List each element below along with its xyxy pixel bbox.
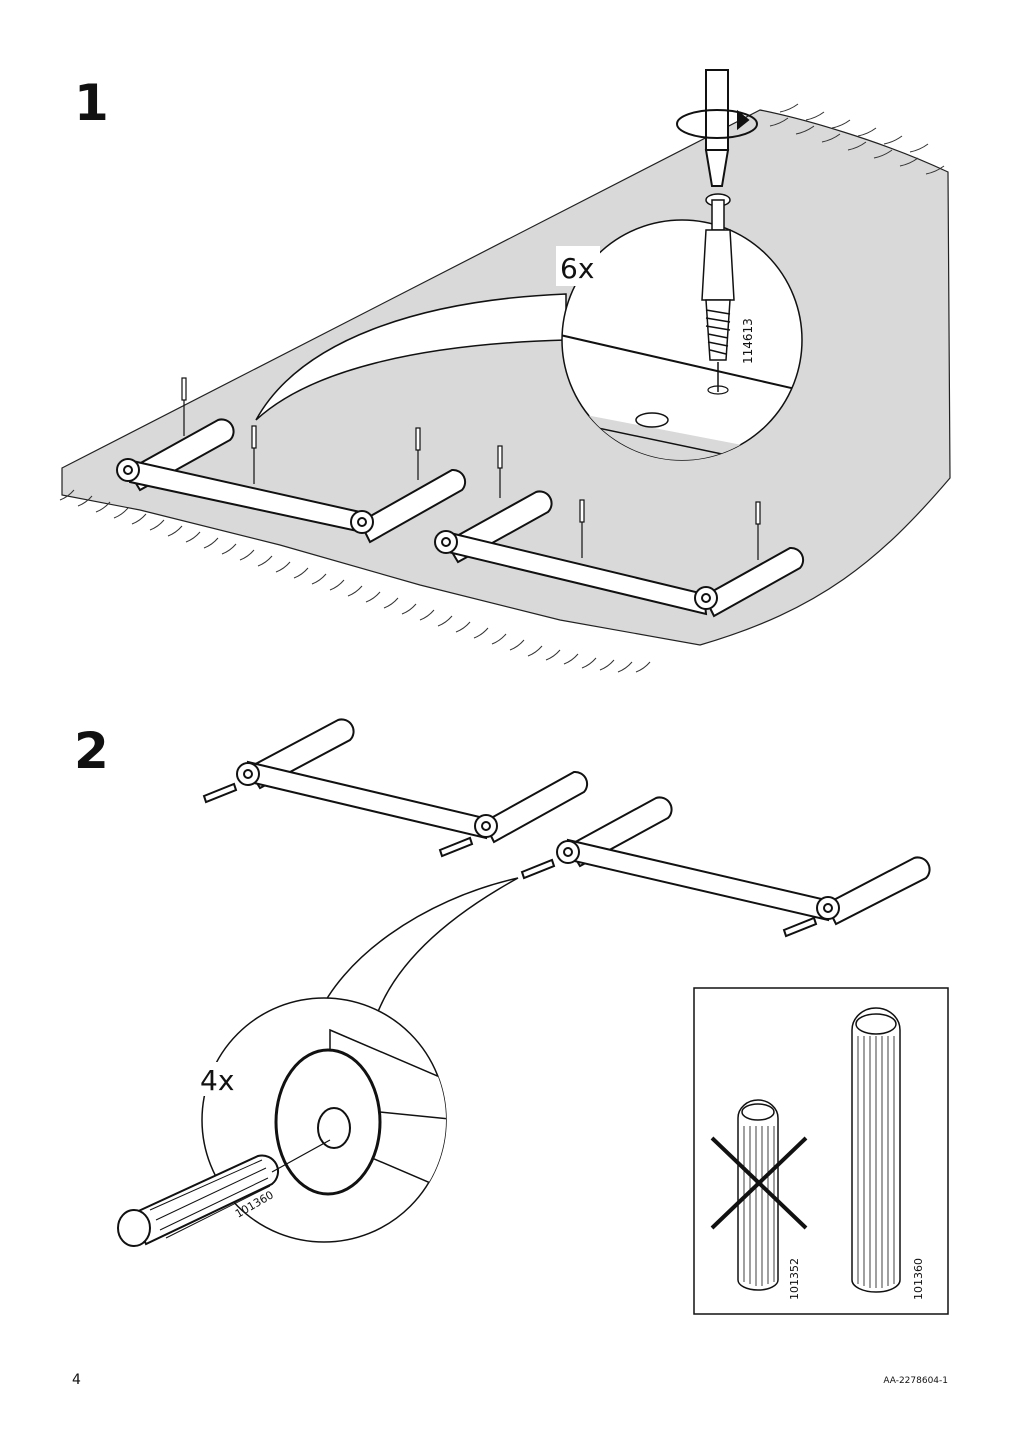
document-code: AA-2278604-1 <box>883 1376 948 1386</box>
base-frame-left <box>116 418 467 544</box>
base-frame-left-step2 <box>202 718 589 858</box>
base-frame-right-step2 <box>520 796 931 938</box>
base-frame-right <box>434 490 805 618</box>
detail-callout-tail <box>255 293 567 421</box>
correct-dowel-part-number: 101360 <box>912 1258 925 1300</box>
connector-bolts <box>181 377 761 560</box>
step-2-quantity: 4x <box>200 1064 234 1097</box>
dowel-comparison-panel: 101352 101360 <box>693 987 949 1315</box>
wrong-dowel-part-number: 101352 <box>788 1258 801 1300</box>
cam-bolt <box>701 193 735 392</box>
rug-fringe <box>59 103 945 673</box>
step-1-part-number: 114613 <box>741 318 755 364</box>
screwdriver-icon <box>676 69 758 187</box>
dowel-short <box>737 1099 779 1291</box>
step-2-number: 2 <box>74 722 109 780</box>
step-1-number: 1 <box>74 74 109 132</box>
dowel-101360-detail <box>117 1154 279 1247</box>
incorrect-cross-icon <box>710 1136 808 1230</box>
page-number: 4 <box>72 1372 81 1388</box>
step-2-illustration: 4x 101360 101352 101360 <box>117 718 949 1315</box>
step-1-illustration: 6x 114613 <box>59 69 951 673</box>
detail-contents-step2 <box>274 1028 446 1202</box>
step-1-quantity: 6x <box>560 252 594 285</box>
dowel-long <box>851 1007 901 1293</box>
